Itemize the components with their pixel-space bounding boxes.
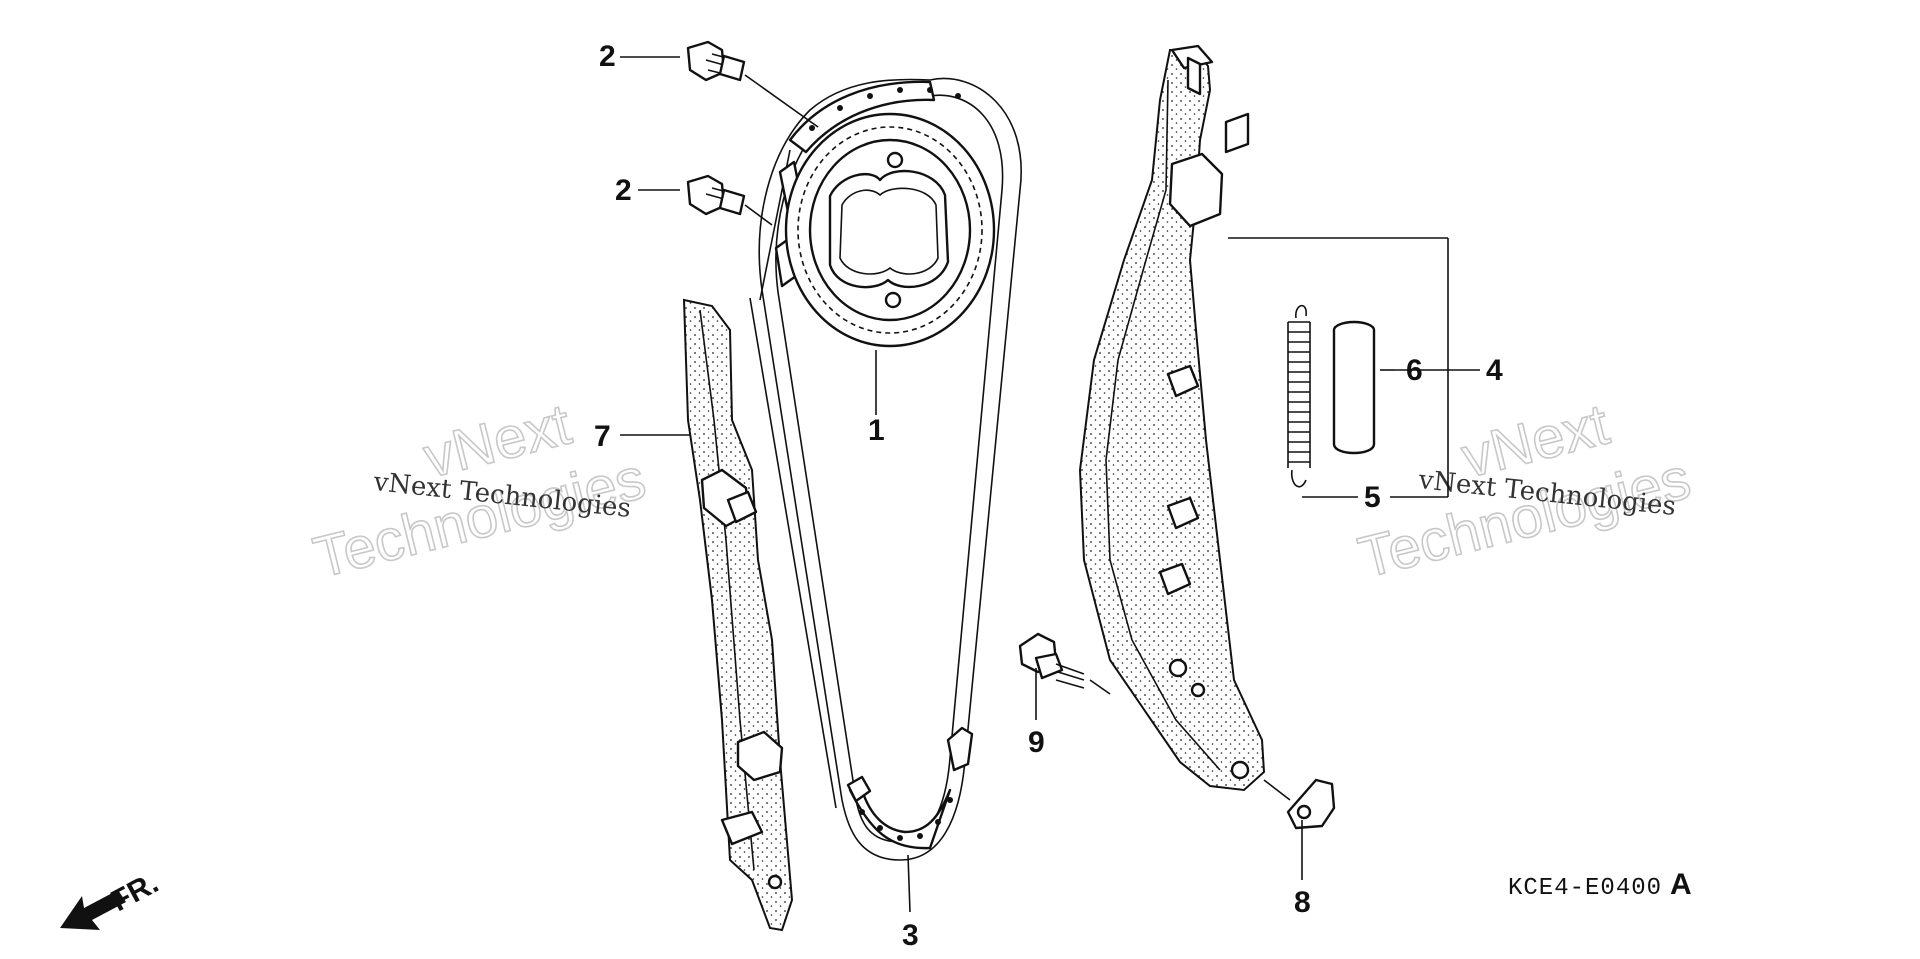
front-arrow-icon [60, 890, 126, 930]
bolt-lower [686, 174, 746, 216]
callout-9: 9 [1028, 726, 1045, 759]
callout-6: 6 [1406, 354, 1423, 387]
callout-7: 7 [594, 420, 611, 453]
callout-8: 8 [1294, 886, 1311, 919]
tensioner-collar [1332, 320, 1376, 455]
guide-plate [1286, 778, 1336, 830]
front-direction-arrow: FR. [60, 866, 164, 930]
drawing-code-text: KCE4-E0400 [1508, 875, 1662, 902]
cam-sprocket [784, 112, 996, 348]
callout-4: 4 [1486, 354, 1503, 387]
callout-1: 1 [868, 414, 885, 447]
callout-2-lower: 2 [615, 174, 632, 207]
tensioner-arm [1078, 44, 1266, 792]
callout-3: 3 [902, 919, 919, 952]
bolt-upper [686, 40, 746, 82]
callout-2-upper: 2 [599, 40, 616, 73]
cam-chain [749, 77, 1022, 861]
callouts: 2 2 1 3 4 5 6 7 8 9 [594, 40, 1503, 952]
drawing-code-suffix: A [1670, 868, 1692, 901]
cam-chain-guide [682, 298, 794, 932]
front-arrow-label: FR. [106, 866, 164, 918]
tensioner-spring [1287, 304, 1311, 488]
callout-5: 5 [1364, 481, 1381, 514]
leader-lines [620, 56, 1480, 913]
drawing-code: KCE4-E0400 A [1508, 868, 1692, 902]
pivot-bolt [1018, 632, 1085, 689]
watermark-right: vNext Technologies vNext Technologies [1352, 391, 1698, 592]
